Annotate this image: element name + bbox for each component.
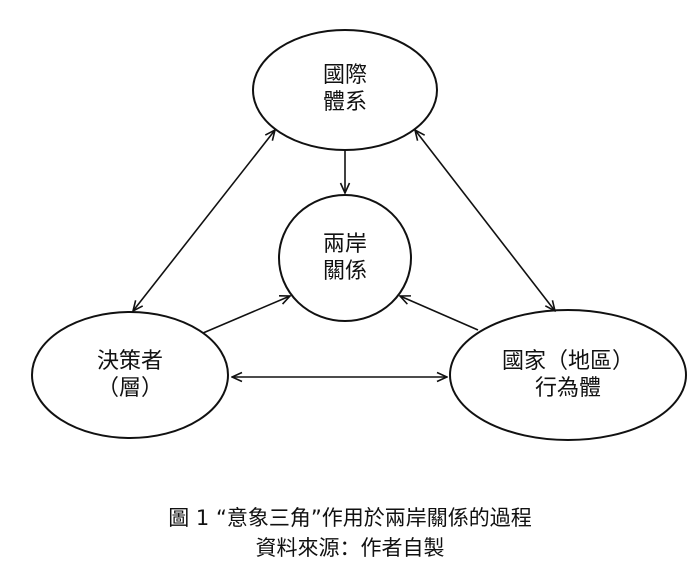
arrow-decision-makers-to-cross-strait — [202, 296, 290, 334]
label-line: 國家（地區） — [501, 349, 634, 374]
label-line: 國際 — [322, 63, 367, 88]
label-international-system: 國際 體系 — [285, 62, 405, 116]
source-note: 資料來源：作者自製 — [255, 536, 445, 560]
arrow-international-state-actors — [415, 130, 555, 311]
label-line: （層） — [96, 376, 163, 401]
label-line: 體系 — [322, 90, 367, 115]
label-decision-makers: 決策者 （層） — [60, 348, 200, 402]
figure-caption: 圖 1 “意象三角”作用於兩岸關係的過程 — [168, 506, 532, 530]
label-cross-strait-relations: 兩岸 關係 — [295, 231, 395, 285]
label-line: 兩岸 — [322, 232, 367, 257]
arrow-state-actors-to-cross-strait — [400, 296, 479, 331]
node-decision-makers — [31, 311, 229, 439]
node-state-actors — [449, 309, 687, 441]
label-line: 關係 — [322, 259, 367, 284]
node-cross-strait-relations — [278, 194, 412, 322]
label-line: 決策者 — [96, 349, 163, 374]
label-state-actors: 國家（地區） 行為體 — [478, 348, 658, 402]
label-line: 行為體 — [534, 376, 601, 401]
arrow-international-decision-makers — [133, 130, 275, 311]
